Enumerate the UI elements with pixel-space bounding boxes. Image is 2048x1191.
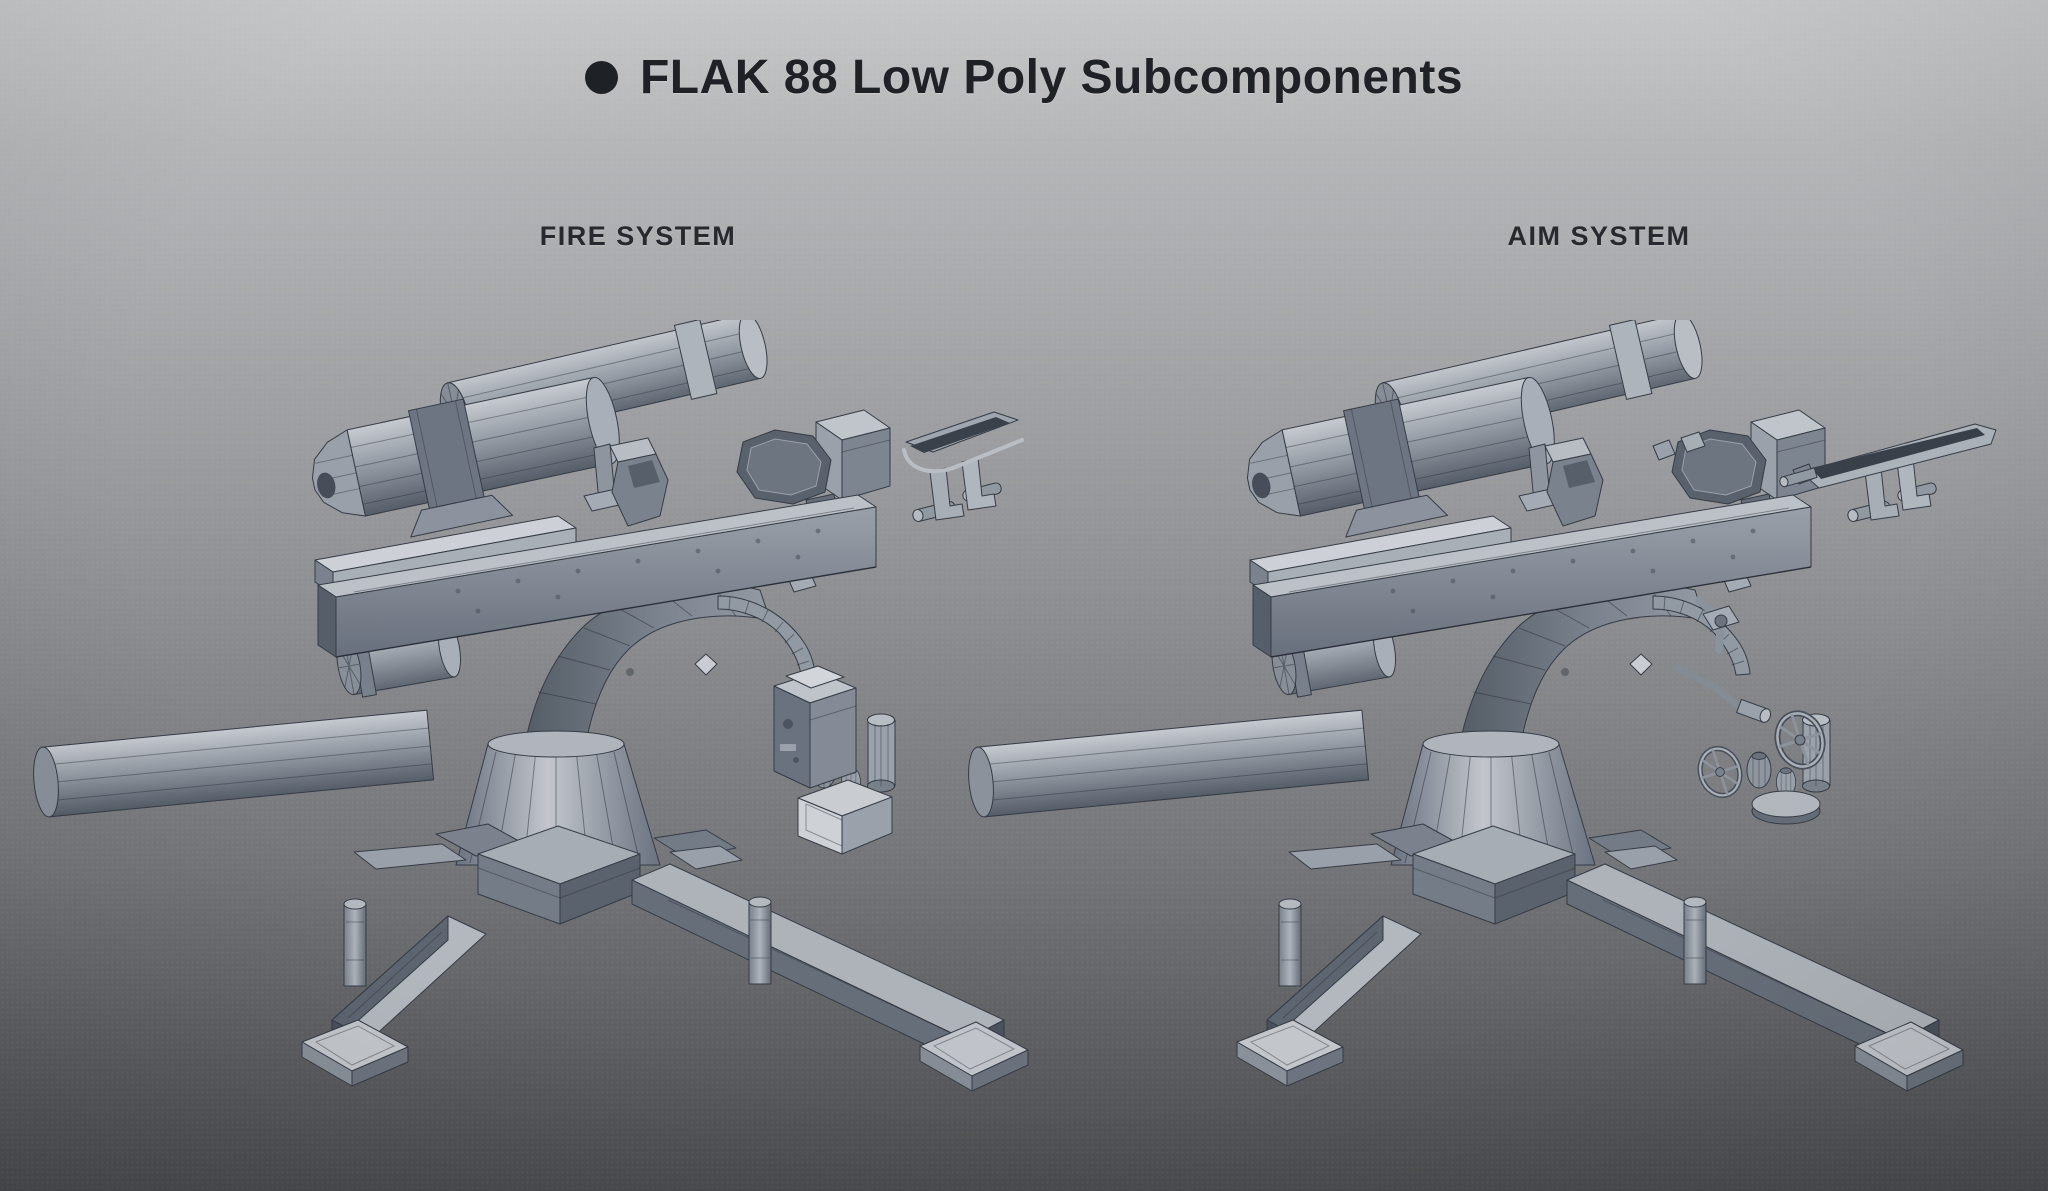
aiming-linkage: [1673, 596, 1772, 723]
fire-system-model: [30, 320, 1029, 1092]
fire-system-extras: [773, 411, 1024, 855]
ammo-tray-box: [797, 779, 893, 855]
header: FLAK 88 Low Poly Subcomponents: [0, 50, 2048, 105]
page-title: FLAK 88 Low Poly Subcomponents: [639, 51, 1464, 104]
fuze-setter-box: [773, 665, 857, 789]
aim-clips: [1652, 431, 1706, 461]
elevation-handwheel: [1774, 710, 1826, 770]
flak-gun-exploded-model: [30, 320, 1029, 1092]
traverse-handwheel: [1697, 745, 1743, 799]
aim-system-model: [965, 320, 1997, 1092]
title-bullet-icon: [584, 61, 618, 94]
shell-gutter: [902, 411, 1024, 474]
flak-gun-exploded-model: [965, 320, 1964, 1092]
seat-disc: [1751, 790, 1821, 825]
aim-system-extras: [1652, 423, 1997, 825]
loading-tray: [1779, 423, 1997, 489]
aim-system-label: AIM SYSTEM: [1507, 221, 1691, 251]
fire-system-label: FIRE SYSTEM: [539, 221, 737, 251]
